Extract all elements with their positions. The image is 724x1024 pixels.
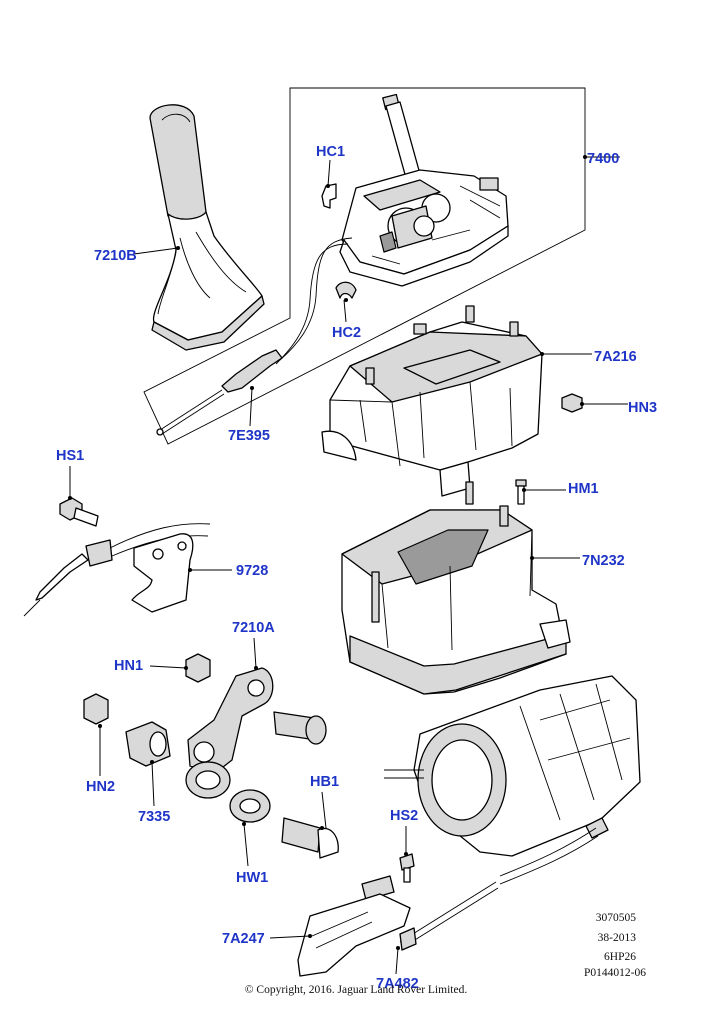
callout-hn1: HN1 [114,658,143,674]
washer-hw1 [229,789,271,823]
callout-7210a: 7210A [232,620,275,636]
leader-dots [68,155,587,950]
selector-assembly [339,93,509,287]
bolt-7210a [273,711,327,745]
callout-hn3: HN3 [628,400,657,416]
stud-hm1 [515,479,527,505]
callout-7e395: 7E395 [228,428,270,444]
transmission [413,675,641,857]
callout-hw1: HW1 [236,870,268,886]
bolt-hb1 [281,817,339,859]
leader-lines [69,156,628,975]
callout-hn2: HN2 [86,779,115,795]
cable-7a482 [399,827,599,951]
callout-7335: 7335 [138,809,170,825]
selector-cable [156,237,353,436]
callout-7a247: 7A247 [222,931,265,947]
lever-7210a [187,667,274,775]
ref-model: 6HP26 [604,951,636,963]
assembly-frame [143,87,586,445]
bolt-hs1 [59,497,99,527]
clip-hc2 [335,281,357,299]
clip-hc1 [321,183,337,209]
callout-hc2: HC2 [332,325,361,341]
callout-hc1: HC1 [316,144,345,160]
lower-housing [341,481,571,695]
copyright: © Copyright, 2016. Jaguar Land Rover Lim… [245,984,468,996]
callout-7a216: 7A216 [594,349,637,365]
nut-hn2 [83,693,109,725]
callout-9728: 9728 [236,563,268,579]
nut-hn3 [561,393,583,413]
callout-hb1: HB1 [310,774,339,790]
sensor-lead [23,523,211,617]
callout-hm1: HM1 [568,481,599,497]
bracket-9728 [131,533,194,613]
shift-knob-boot [149,104,265,351]
callout-7a482: 7A482 [376,976,419,992]
callout-7n232: 7N232 [582,553,625,569]
callout-7210b: 7210B [94,248,137,264]
bracket-7a247 [297,875,411,977]
ref-code: 3070505 [596,912,637,924]
ref-illustration-id: P0144012-06 [584,967,646,979]
nut-hn1 [185,653,211,683]
callout-7400: 7400 [587,151,619,167]
upper-housing [321,305,543,497]
bush-7335 [125,721,171,767]
callout-hs2: HS2 [390,808,418,824]
bolt-hs2 [399,853,415,883]
callout-hs1: HS1 [56,448,84,464]
ref-date: 38-2013 [598,932,637,944]
